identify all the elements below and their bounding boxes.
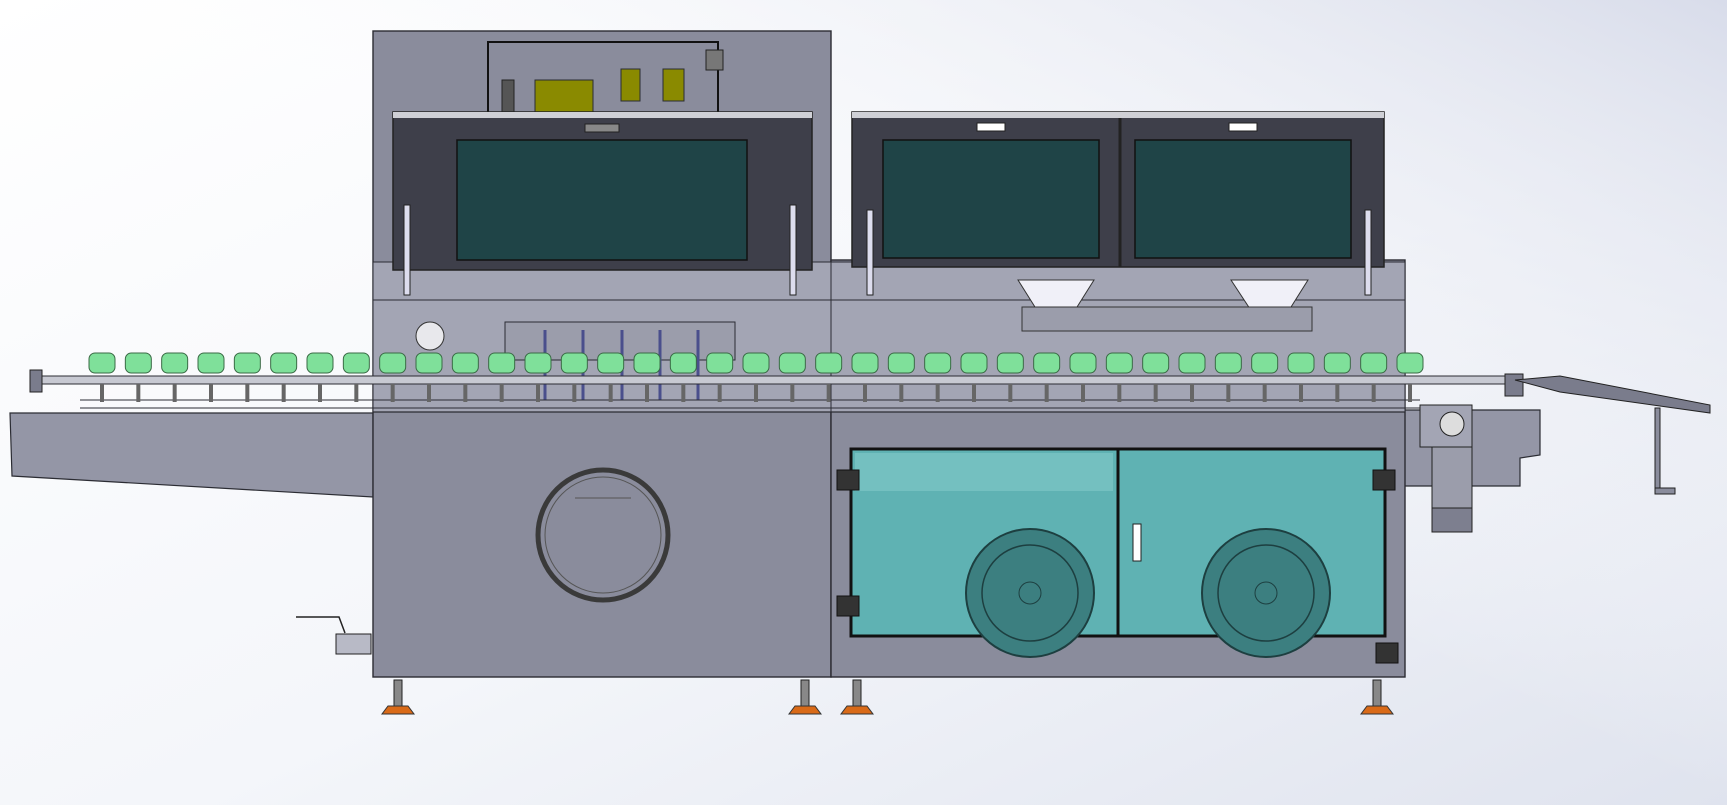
control-frame: [487, 41, 719, 112]
bottle: [124, 352, 152, 402]
conveyor-rail: [31, 375, 1511, 385]
hood-right-window-2: [1134, 139, 1352, 259]
hood-right-window-1: [882, 139, 1100, 259]
cable-gland: [501, 79, 515, 113]
bottle: [633, 352, 661, 402]
bottle: [1396, 352, 1424, 402]
bottle: [197, 352, 225, 402]
gas-spring-right: [789, 204, 797, 296]
indicator-light-left: [620, 68, 641, 102]
door-handle[interactable]: [1132, 523, 1142, 562]
bottle: [1178, 352, 1206, 402]
bottle: [161, 352, 189, 402]
bottle: [887, 352, 915, 402]
bottle: [233, 352, 261, 402]
nozzle-bar: [1021, 306, 1313, 332]
bottle: [669, 352, 697, 402]
gas-spring-left: [403, 204, 411, 296]
bottle: [1142, 352, 1170, 402]
bottle: [1105, 352, 1133, 402]
bottle: [415, 352, 443, 402]
bottle-row: [88, 352, 1424, 402]
bottle: [1323, 352, 1351, 402]
leveling-feet: [381, 679, 1394, 715]
bottle: [1069, 352, 1097, 402]
pressure-gauge: [415, 321, 445, 351]
bottle: [342, 352, 370, 402]
bottle: [524, 352, 552, 402]
drain-valve: [335, 633, 372, 655]
bottle: [1360, 352, 1388, 402]
bottle: [451, 352, 479, 402]
bottle: [960, 352, 988, 402]
hood-left[interactable]: [392, 111, 813, 296]
bottle: [270, 352, 298, 402]
bottle: [1033, 352, 1061, 402]
outfeed-arm: [1514, 375, 1711, 414]
hood-right[interactable]: [851, 111, 1385, 296]
bottle: [815, 352, 843, 402]
bottle: [560, 352, 588, 402]
bottle: [706, 352, 734, 402]
inspection-port[interactable]: [535, 467, 671, 603]
bottle: [1287, 352, 1315, 402]
bottle: [379, 352, 407, 402]
bottle: [1214, 352, 1242, 402]
bottle: [88, 352, 116, 402]
bottle: [924, 352, 952, 402]
indicator-light-right: [662, 68, 685, 102]
bottle: [597, 352, 625, 402]
bottle: [1251, 352, 1279, 402]
bottle: [488, 352, 516, 402]
bottle: [306, 352, 334, 402]
control-box: [534, 79, 594, 114]
hood-left-window: [456, 139, 748, 261]
bottle: [996, 352, 1024, 402]
bottle: [742, 352, 770, 402]
bottle: [778, 352, 806, 402]
bottle: [851, 352, 879, 402]
tank-door[interactable]: [836, 447, 1399, 664]
